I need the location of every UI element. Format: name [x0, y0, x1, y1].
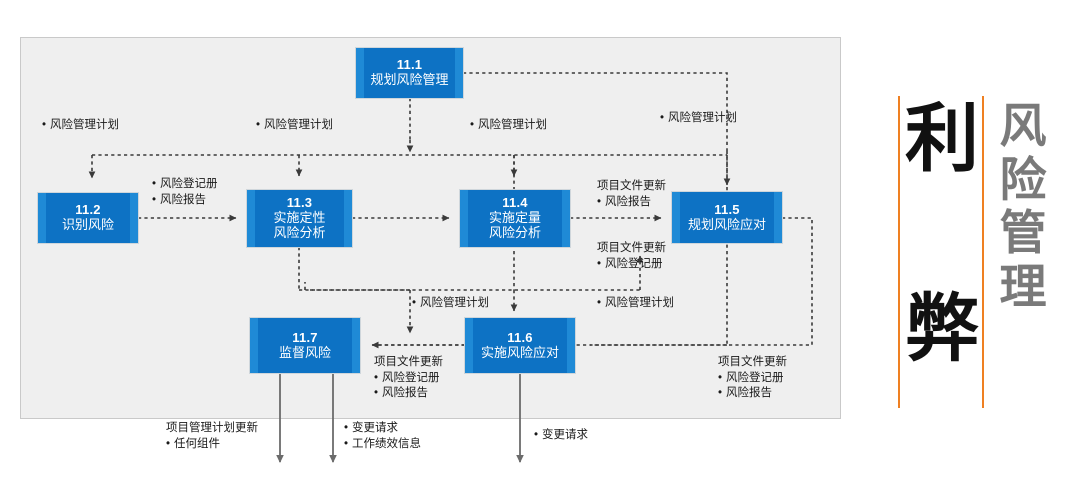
- flow-label-risk-mgmt-plan-6: 风险管理计划: [597, 296, 674, 312]
- process-name-line2: 风险分析: [488, 224, 541, 240]
- process-box-11-3[interactable]: 11.3 实施定性 风险分析: [247, 190, 352, 247]
- process-number: 11.6: [507, 329, 533, 345]
- label-bullet: 风险管理计划: [412, 296, 489, 312]
- accent-rule-right: [982, 96, 984, 408]
- accent-rule-left: [898, 96, 900, 408]
- label-bullet: 任何组件: [166, 437, 258, 453]
- label-header: 项目文件更新: [374, 356, 443, 368]
- vertical-title-char-1: 风: [999, 99, 1047, 154]
- flow-label-doc-update-11-6: 项目文件更新 风险登记册 风险报告: [374, 355, 443, 402]
- label-bullet: 风险管理计划: [660, 111, 737, 127]
- label-bullet: 风险管理计划: [470, 118, 547, 134]
- output-label-change-request: 变更请求: [534, 428, 588, 444]
- process-number: 11.4: [502, 195, 528, 211]
- flow-label-risk-mgmt-plan-5: 风险管理计划: [412, 296, 489, 312]
- label-header: 项目管理计划更新: [166, 422, 258, 434]
- process-name: 实施风险应对: [480, 344, 559, 360]
- output-label-change-request-perf: 变更请求 工作绩效信息: [344, 421, 421, 452]
- label-bullet: 风险管理计划: [42, 118, 119, 134]
- label-bullet: 风险登记册: [152, 177, 218, 193]
- process-name-line2: 风险分析: [273, 224, 326, 240]
- label-bullet: 风险管理计划: [256, 118, 333, 134]
- title-char-benefit: 利: [905, 96, 979, 182]
- vertical-title-char-4: 理: [999, 259, 1047, 315]
- label-bullet: 风险登记册: [718, 371, 787, 387]
- label-bullet: 风险管理计划: [597, 296, 674, 312]
- output-label-pm-plan-update: 项目管理计划更新 任何组件: [166, 421, 258, 452]
- process-name-line1: 实施定量: [488, 210, 541, 226]
- flow-label-risk-mgmt-plan-2: 风险管理计划: [256, 118, 333, 134]
- label-bullet: 变更请求: [534, 428, 588, 444]
- process-number: 11.3: [286, 195, 313, 211]
- process-number: 11.7: [292, 329, 318, 345]
- process-name: 识别风险: [61, 217, 114, 232]
- flow-label-risk-mgmt-plan-4: 风险管理计划: [660, 111, 737, 127]
- flow-label-risk-register-report: 风险登记册 风险报告: [152, 177, 218, 208]
- title-char-drawback: 弊: [905, 286, 979, 372]
- flow-label-doc-update-register: 项目文件更新 风险登记册: [597, 241, 666, 272]
- label-bullet: 风险登记册: [374, 371, 443, 387]
- title-block: 利 弊 风 险 管 理: [890, 96, 1065, 408]
- flow-label-doc-update-report: 项目文件更新 风险报告: [597, 179, 666, 210]
- vertical-title: 风 险 管 理: [990, 100, 1056, 314]
- label-bullet: 工作绩效信息: [344, 437, 421, 453]
- label-bullet: 风险报告: [597, 195, 666, 211]
- flow-label-doc-update-11-5: 项目文件更新 风险登记册 风险报告: [718, 355, 787, 402]
- process-box-11-1[interactable]: 11.1 规划风险管理: [356, 48, 463, 98]
- label-bullet: 风险报告: [152, 193, 218, 209]
- process-box-11-4[interactable]: 11.4 实施定量 风险分析: [460, 190, 570, 247]
- conn-outer-right-loop: [590, 217, 813, 346]
- process-box-11-7[interactable]: 11.7 监督风险: [250, 318, 360, 373]
- label-header: 项目文件更新: [597, 242, 666, 254]
- vertical-title-char-3: 管: [999, 206, 1047, 262]
- flow-label-risk-mgmt-plan-1: 风险管理计划: [42, 118, 119, 134]
- process-name-line1: 实施定性: [273, 210, 326, 226]
- process-number: 11.1: [396, 57, 423, 73]
- label-bullet: 风险报告: [374, 386, 443, 402]
- process-box-11-5[interactable]: 11.5 规划风险应对: [672, 192, 782, 243]
- label-bullet: 风险报告: [718, 386, 787, 402]
- process-number: 11.5: [714, 201, 740, 217]
- process-box-11-2[interactable]: 11.2 识别风险: [38, 193, 138, 243]
- process-name: 规划风险管理: [370, 72, 449, 87]
- process-box-11-6[interactable]: 11.6 实施风险应对: [465, 318, 575, 373]
- process-name: 规划风险应对: [687, 216, 766, 232]
- label-header: 项目文件更新: [597, 180, 666, 192]
- label-bullet: 风险登记册: [597, 257, 666, 273]
- flow-label-risk-mgmt-plan-3: 风险管理计划: [470, 118, 547, 134]
- label-header: 项目文件更新: [718, 356, 787, 368]
- vertical-title-char-2: 险: [999, 152, 1047, 208]
- process-name: 监督风险: [278, 344, 331, 360]
- label-bullet: 变更请求: [344, 421, 421, 437]
- process-number: 11.2: [75, 202, 101, 218]
